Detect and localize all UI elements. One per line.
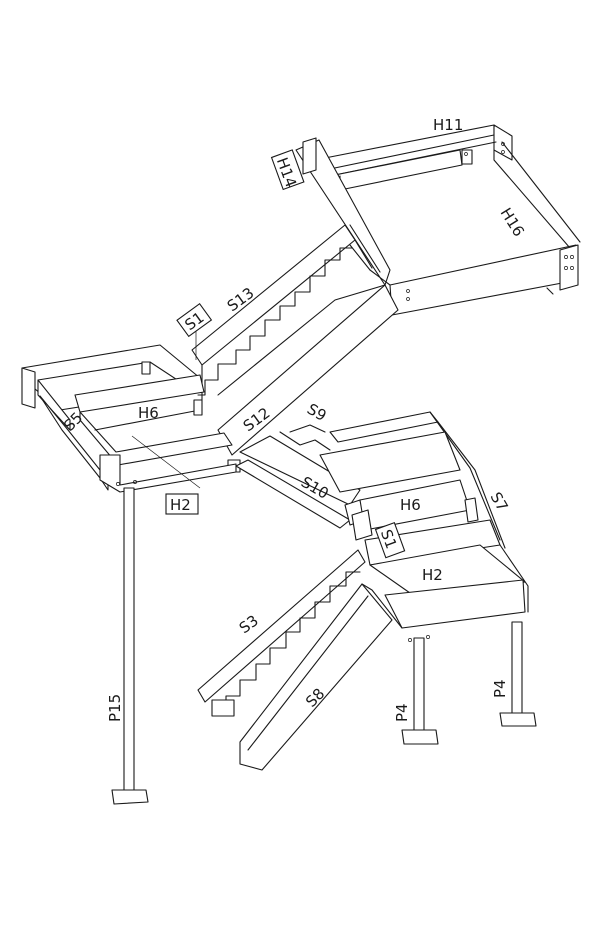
top-landing <box>295 124 581 316</box>
label-s9: S9 <box>304 400 330 425</box>
label-h6-right: H6 <box>400 496 421 514</box>
right-landing <box>319 411 529 642</box>
label-p4-right: P4 <box>491 679 509 698</box>
middle-flight <box>235 424 366 529</box>
label-s1-mid: S1 <box>377 527 400 551</box>
label-h14-box <box>270 149 305 191</box>
label-p15: P15 <box>106 694 124 722</box>
post-p4-right <box>499 621 537 727</box>
label-h16: H16 <box>497 205 528 240</box>
label-h6-left: H6 <box>138 404 159 422</box>
label-s1-mid-box <box>374 521 406 559</box>
post-p4-left <box>401 637 439 745</box>
label-s1-top-box <box>176 303 213 338</box>
label-p4-left: P4 <box>393 703 411 722</box>
label-h2-right: H2 <box>422 566 443 584</box>
upper-flight <box>191 224 399 473</box>
label-h2-left: H2 <box>170 496 191 514</box>
post-p15 <box>111 487 149 805</box>
lower-flights <box>197 549 403 771</box>
left-landing <box>21 344 237 493</box>
label-h2-left-box <box>165 493 199 515</box>
label-h11: H11 <box>433 116 463 134</box>
label-s3: S3 <box>236 611 262 637</box>
